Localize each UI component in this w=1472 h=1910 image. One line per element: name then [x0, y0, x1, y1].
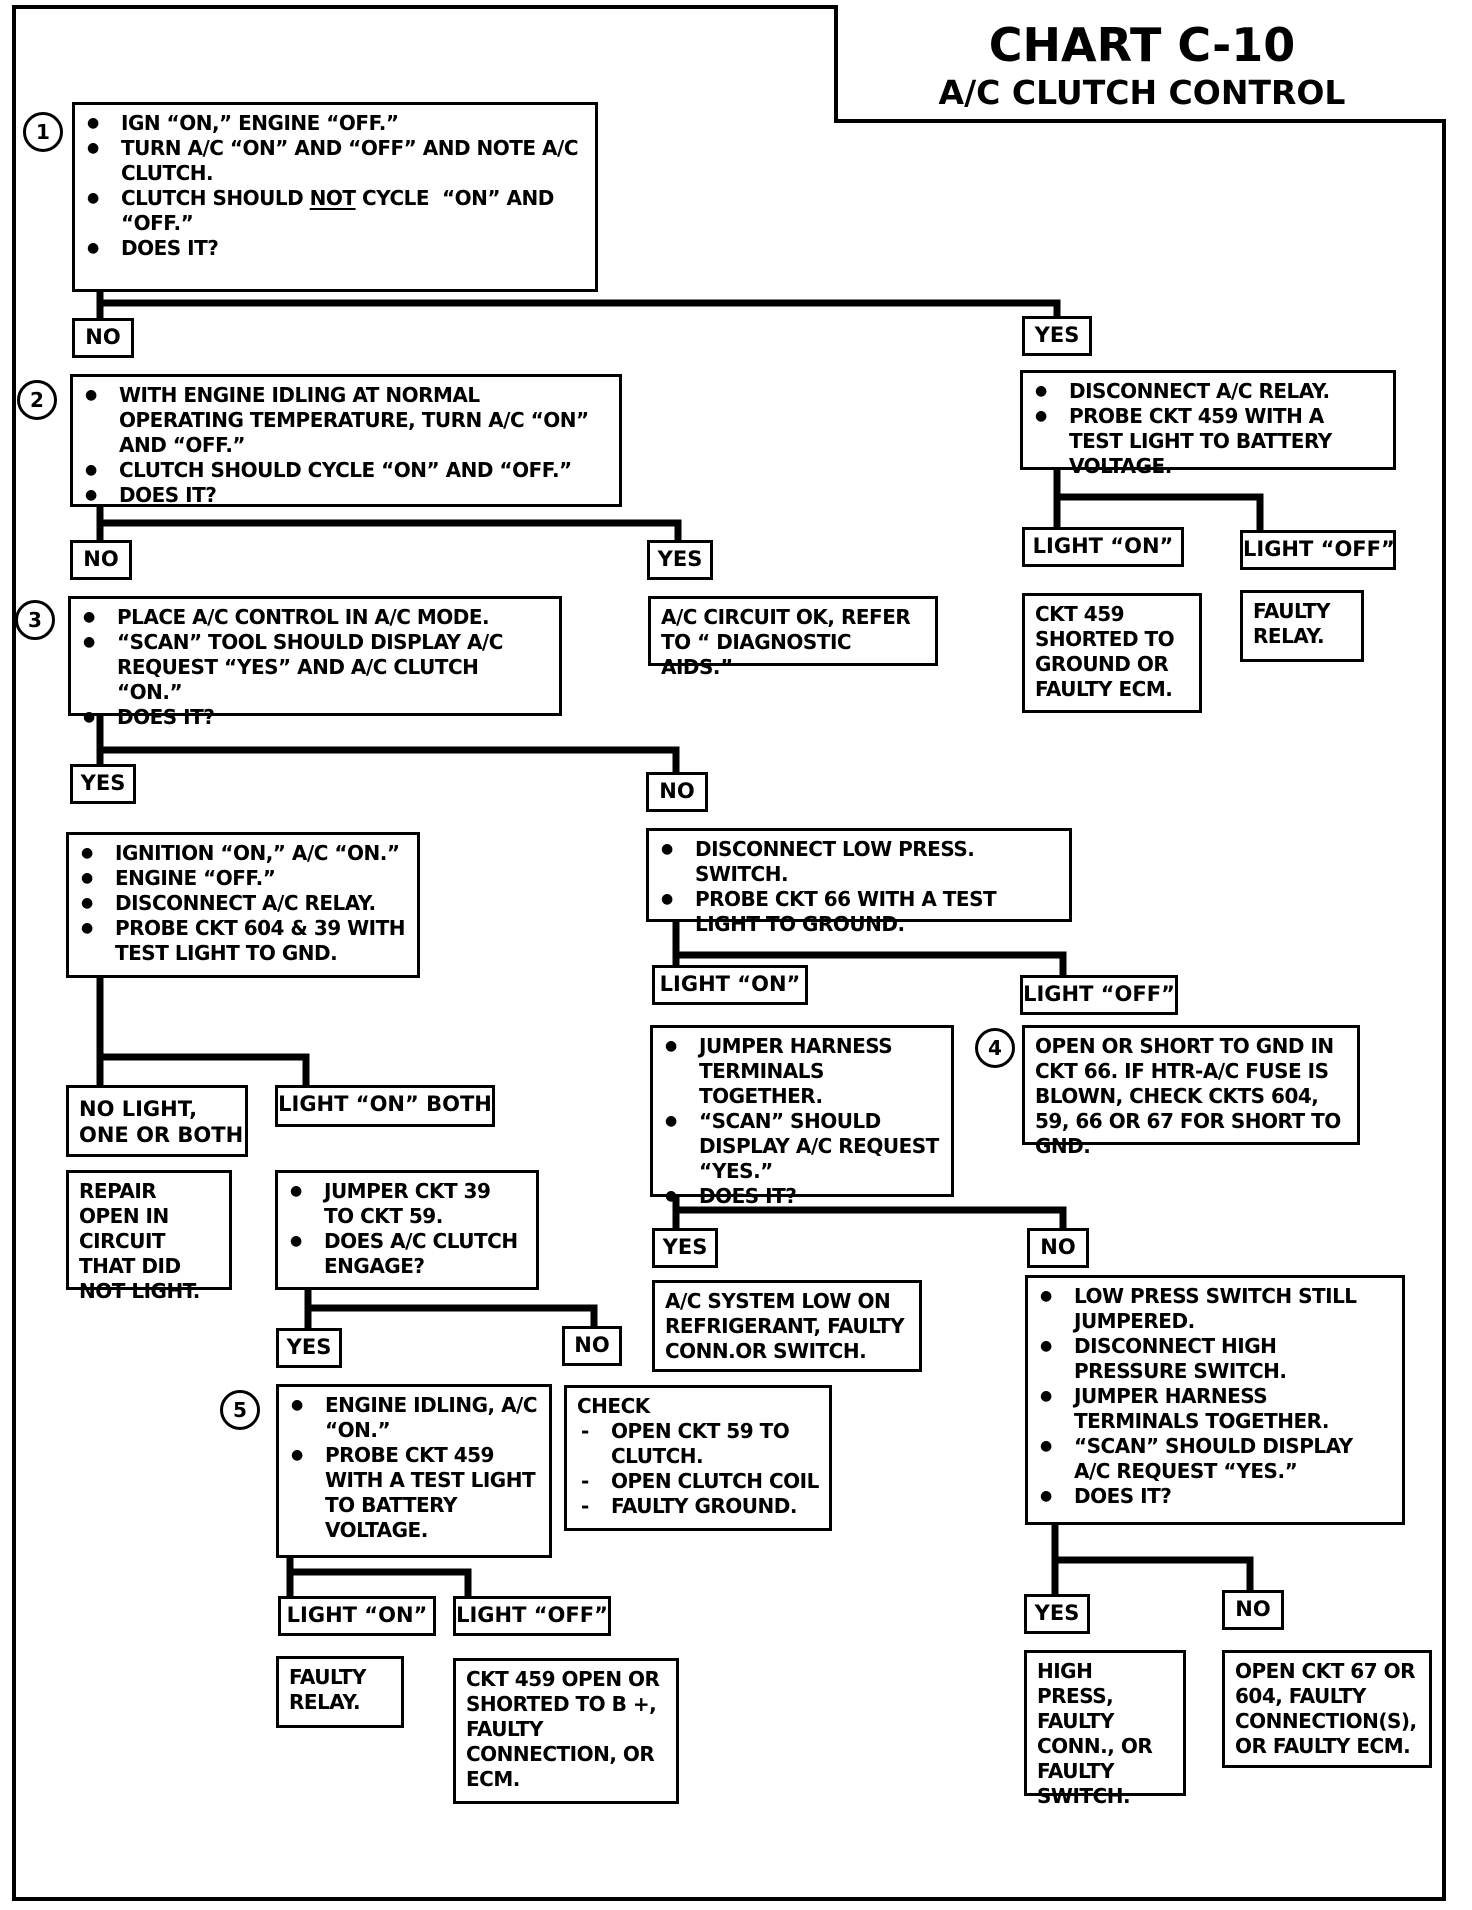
label-no: NO	[562, 1326, 622, 1366]
label-yes: YES	[1022, 316, 1092, 356]
label-no: NO	[70, 540, 132, 580]
disconnect-relay-box: DISCONNECT A/C RELAY. PROBE CKT 459 WITH…	[1020, 370, 1396, 478]
label-yes: YES	[70, 764, 136, 804]
jumper-harness-box: JUMPER HARNESS TERMINALS TOGETHER. “SCAN…	[650, 1025, 954, 1209]
step1-item: TURN A/C “ON” AND “OFF” AND NOTE A/C CLU…	[85, 136, 585, 186]
label-light-on: LIGHT “ON”	[652, 965, 808, 1005]
faulty-relay-bottom-box: FAULTY RELAY.	[276, 1656, 404, 1728]
title-block: CHART C-10 A/C CLUTCH CONTROL	[834, 5, 1446, 123]
chart-subtitle: A/C CLUTCH CONTROL	[938, 73, 1346, 112]
jumper-harness-item: JUMPER HARNESS TERMINALS TOGETHER.	[663, 1034, 941, 1109]
step3-item: PLACE A/C CONTROL IN A/C MODE.	[81, 605, 549, 630]
label-light-on: LIGHT “ON”	[1022, 527, 1184, 567]
check-item: OPEN CLUTCH COIL	[577, 1469, 819, 1494]
engine-idling-box: ENGINE IDLING, A/C “ON.” PROBE CKT 459 W…	[276, 1384, 552, 1558]
label-no: NO	[646, 772, 708, 812]
relay-item: DISCONNECT A/C RELAY.	[1033, 379, 1383, 404]
high-press-box: HIGH PRESS, FAULTY CONN., OR FAULTY SWIT…	[1024, 1650, 1186, 1808]
check-item: OPEN CKT 59 TO CLUTCH.	[577, 1419, 819, 1469]
low-press-still-item: DISCONNECT HIGH PRESSURE SWITCH.	[1038, 1334, 1392, 1384]
label-yes: YES	[647, 540, 713, 580]
ignition-item: PROBE CKT 604 & 39 WITH TEST LIGHT TO GN…	[79, 916, 407, 966]
step-number-5: 5	[220, 1390, 260, 1430]
circuit-ok-box: A/C CIRCUIT OK, REFER TO “ DIAGNOSTIC AI…	[648, 596, 938, 679]
label-light-on-both: LIGHT “ON” BOTH	[275, 1085, 495, 1127]
ignition-item: ENGINE “OFF.”	[79, 866, 407, 891]
check-box: CHECK OPEN CKT 59 TO CLUTCH. OPEN CLUTCH…	[564, 1385, 832, 1531]
step3-box: PLACE A/C CONTROL IN A/C MODE. “SCAN” TO…	[68, 596, 562, 730]
step2-item: DOES IT?	[83, 483, 609, 508]
low-refrigerant-box: A/C SYSTEM LOW ON REFRIGERANT, FAULTY CO…	[652, 1280, 922, 1372]
jumper-harness-item: DOES IT?	[663, 1184, 941, 1209]
step-number-1: 1	[23, 112, 63, 152]
chart-title: CHART C-10	[988, 18, 1296, 72]
low-press-switch-box: DISCONNECT LOW PRESS. SWITCH. PROBE CKT …	[646, 828, 1072, 936]
ignition-item: DISCONNECT A/C RELAY.	[79, 891, 407, 916]
chart-frame	[12, 5, 1446, 1901]
engine-idling-item: ENGINE IDLING, A/C “ON.”	[289, 1393, 539, 1443]
label-no: NO	[1222, 1590, 1284, 1630]
label-light-off: LIGHT “OFF”	[453, 1596, 611, 1636]
relay-item: PROBE CKT 459 WITH A TEST LIGHT TO BATTE…	[1033, 404, 1383, 479]
step1-item: IGN “ON,” ENGINE “OFF.”	[85, 111, 585, 136]
low-press-still-item: “SCAN” SHOULD DISPLAY A/C REQUEST “YES.”	[1038, 1434, 1392, 1484]
jumper39-item: DOES A/C CLUTCH ENGAGE?	[288, 1229, 526, 1279]
label-no: NO	[72, 318, 134, 358]
label-yes: YES	[276, 1328, 342, 1368]
jumper-ckt39-box: JUMPER CKT 39 TO CKT 59. DOES A/C CLUTCH…	[275, 1170, 539, 1290]
step3-item: “SCAN” TOOL SHOULD DISPLAY A/C REQUEST “…	[81, 630, 549, 705]
jumper39-item: JUMPER CKT 39 TO CKT 59.	[288, 1179, 526, 1229]
step2-item: WITH ENGINE IDLING AT NORMAL OPERATING T…	[83, 383, 609, 458]
step1-item: DOES IT?	[85, 236, 585, 261]
low-press-still-item: JUMPER HARNESS TERMINALS TOGETHER.	[1038, 1384, 1392, 1434]
step-number-4: 4	[975, 1028, 1015, 1068]
step-number-3: 3	[15, 600, 55, 640]
label-no-light: NO LIGHT, ONE OR BOTH	[66, 1085, 248, 1157]
faulty-relay-top-box: FAULTY RELAY.	[1240, 590, 1364, 662]
label-light-on: LIGHT “ON”	[278, 1596, 436, 1636]
label-light-off: LIGHT “OFF”	[1020, 975, 1178, 1015]
underlined-not: NOT	[309, 186, 356, 210]
step2-item: CLUTCH SHOULD CYCLE “ON” AND “OFF.”	[83, 458, 609, 483]
step1-item: CLUTCH SHOULD NOT CYCLE “ON” AND “OFF.”	[85, 186, 585, 236]
repair-open-box: REPAIR OPEN IN CIRCUIT THAT DID NOT LIGH…	[66, 1170, 232, 1303]
label-yes: YES	[1024, 1594, 1090, 1634]
step1-box: IGN “ON,” ENGINE “OFF.” TURN A/C “ON” AN…	[72, 102, 598, 292]
low-press-item: PROBE CKT 66 WITH A TEST LIGHT TO GROUND…	[659, 887, 1059, 937]
label-no: NO	[1027, 1228, 1089, 1268]
ignition-on-box: IGNITION “ON,” A/C “ON.” ENGINE “OFF.” D…	[66, 832, 420, 978]
step2-box: WITH ENGINE IDLING AT NORMAL OPERATING T…	[70, 374, 622, 508]
ignition-item: IGNITION “ON,” A/C “ON.”	[79, 841, 407, 866]
step-number-2: 2	[17, 380, 57, 420]
jumper-harness-item: “SCAN” SHOULD DISPLAY A/C REQUEST “YES.”	[663, 1109, 941, 1184]
low-press-still-item: LOW PRESS SWITCH STILL JUMPERED.	[1038, 1284, 1392, 1334]
label-yes: YES	[652, 1228, 718, 1268]
low-press-still-box: LOW PRESS SWITCH STILL JUMPERED. DISCONN…	[1025, 1275, 1405, 1525]
low-press-item: DISCONNECT LOW PRESS. SWITCH.	[659, 837, 1059, 887]
step3-item: DOES IT?	[81, 705, 549, 730]
ckt459-open-box: CKT 459 OPEN OR SHORTED TO B +, FAULTY C…	[453, 1658, 679, 1804]
ckt459-shorted-box: CKT 459 SHORTED TO GROUND OR FAULTY ECM.	[1022, 593, 1202, 713]
low-press-still-item: DOES IT?	[1038, 1484, 1392, 1509]
open-short-ckt66-box: OPEN OR SHORT TO GND IN CKT 66. IF HTR-A…	[1022, 1025, 1360, 1158]
check-title: CHECK	[577, 1394, 650, 1418]
check-item: FAULTY GROUND.	[577, 1494, 819, 1519]
label-light-off: LIGHT “OFF”	[1240, 530, 1396, 570]
open-ckt67-box: OPEN CKT 67 OR 604, FAULTY CONNECTION(S)…	[1222, 1650, 1432, 1768]
engine-idling-item: PROBE CKT 459 WITH A TEST LIGHT TO BATTE…	[289, 1443, 539, 1543]
